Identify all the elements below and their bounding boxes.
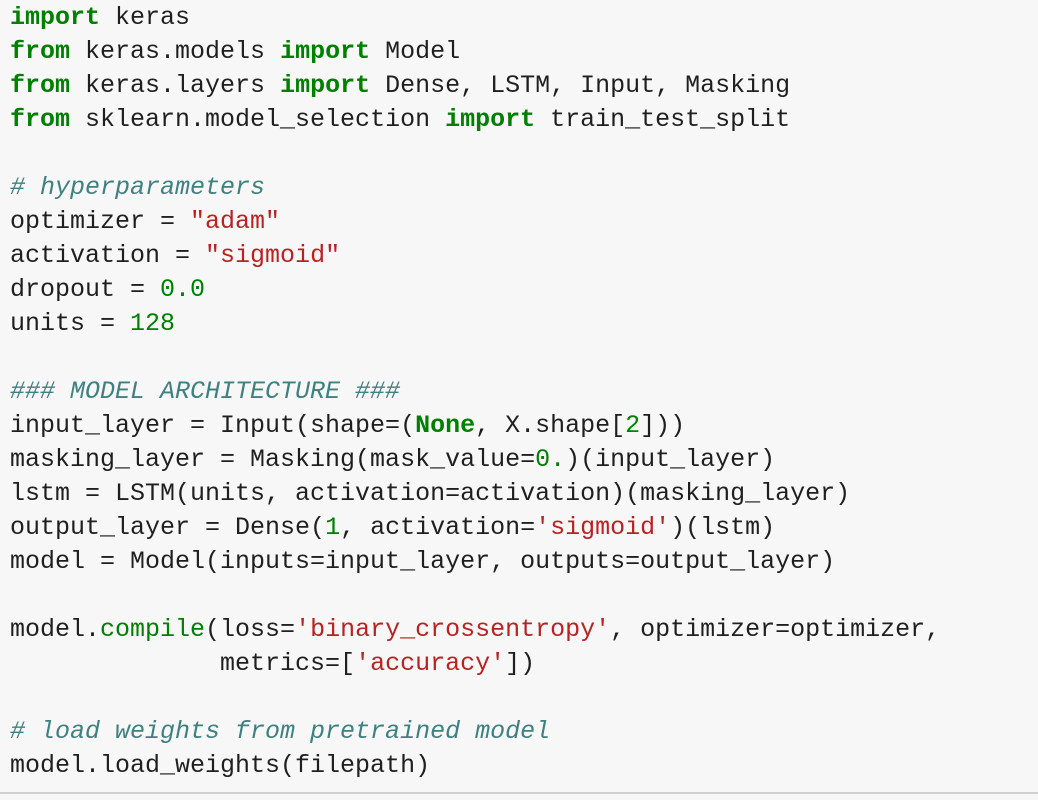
keyword-token: import	[280, 37, 371, 66]
code-text: model.load_weights(filepath)	[10, 751, 431, 780]
code-text: Dense, LSTM, Input, Masking	[370, 71, 791, 100]
code-text: model = Model(inputs=input_layer, output…	[10, 547, 836, 576]
number-token: 1	[325, 513, 341, 542]
code-line: # load weights from pretrained model	[10, 715, 1038, 749]
keyword-token: import	[10, 3, 101, 32]
keyword-token: from	[10, 37, 71, 66]
code-text: sklearn.model_selection	[70, 105, 446, 134]
code-text: , X.shape[	[475, 411, 626, 440]
code-text: keras.layers	[70, 71, 281, 100]
number-token: 2	[625, 411, 641, 440]
number-token: 128	[130, 309, 176, 338]
comment-token: # hyperparameters	[10, 173, 266, 202]
code-line: from sklearn.model_selection import trai…	[10, 103, 1038, 137]
code-line: model.load_weights(filepath)	[10, 749, 1038, 783]
code-line: optimizer = "adam"	[10, 205, 1038, 239]
string-token: "sigmoid"	[205, 241, 341, 270]
code-line: metrics=['accuracy'])	[10, 647, 1038, 681]
code-line	[10, 137, 1038, 171]
code-line: lstm = LSTM(units, activation=activation…	[10, 477, 1038, 511]
code-line: masking_layer = Masking(mask_value=0.)(i…	[10, 443, 1038, 477]
code-text: optimizer =	[10, 207, 191, 236]
code-text: keras	[100, 3, 191, 32]
code-text: , optimizer=optimizer,	[610, 615, 941, 644]
code-text: units =	[10, 309, 131, 338]
code-line: output_layer = Dense(1, activation='sigm…	[10, 511, 1038, 545]
comment-token: # load weights from pretrained model	[10, 717, 551, 746]
code-line: model.compile(loss='binary_crossentropy'…	[10, 613, 1038, 647]
code-text: , activation=	[340, 513, 536, 542]
code-text: metrics=[	[10, 649, 356, 678]
number-token: 0.	[535, 445, 566, 474]
code-text: keras.models	[70, 37, 281, 66]
keyword-token: import	[445, 105, 536, 134]
keyword-token: from	[10, 105, 71, 134]
code-line: activation = "sigmoid"	[10, 239, 1038, 273]
code-text: masking_layer = Masking(mask_value=	[10, 445, 536, 474]
string-token: 'accuracy'	[355, 649, 506, 678]
keyword-token: from	[10, 71, 71, 100]
string-token: 'sigmoid'	[535, 513, 671, 542]
code-line: model = Model(inputs=input_layer, output…	[10, 545, 1038, 579]
code-line: dropout = 0.0	[10, 273, 1038, 307]
code-line: from keras.models import Model	[10, 35, 1038, 69]
code-line	[10, 341, 1038, 375]
code-text: output_layer = Dense(	[10, 513, 326, 542]
string-token: 'binary_crossentropy'	[295, 615, 611, 644]
code-text: lstm = LSTM(units, activation=activation…	[10, 479, 851, 508]
code-line: from keras.layers import Dense, LSTM, In…	[10, 69, 1038, 103]
code-text: )(lstm)	[670, 513, 776, 542]
code-line: import keras	[10, 1, 1038, 35]
code-text: (loss=	[205, 615, 296, 644]
code-text: model.	[10, 615, 101, 644]
string-token: "adam"	[190, 207, 281, 236]
code-line: units = 128	[10, 307, 1038, 341]
code-text: activation =	[10, 241, 206, 270]
code-line: input_layer = Input(shape=(None, X.shape…	[10, 409, 1038, 443]
keyword-token: import	[280, 71, 371, 100]
code-text: input_layer = Input(shape=(	[10, 411, 416, 440]
code-text: ])	[505, 649, 536, 678]
code-text: Model	[370, 37, 461, 66]
code-text: train_test_split	[535, 105, 791, 134]
code-line: # hyperparameters	[10, 171, 1038, 205]
code-text: ]))	[640, 411, 686, 440]
code-text: )(input_layer)	[565, 445, 776, 474]
comment-token: ### MODEL ARCHITECTURE ###	[10, 377, 401, 406]
function-token: compile	[100, 615, 206, 644]
code-line	[10, 681, 1038, 715]
number-token: 0.0	[160, 275, 206, 304]
code-line	[10, 579, 1038, 613]
code-text: dropout =	[10, 275, 161, 304]
keyword-token: None	[415, 411, 476, 440]
code-line: ### MODEL ARCHITECTURE ###	[10, 375, 1038, 409]
